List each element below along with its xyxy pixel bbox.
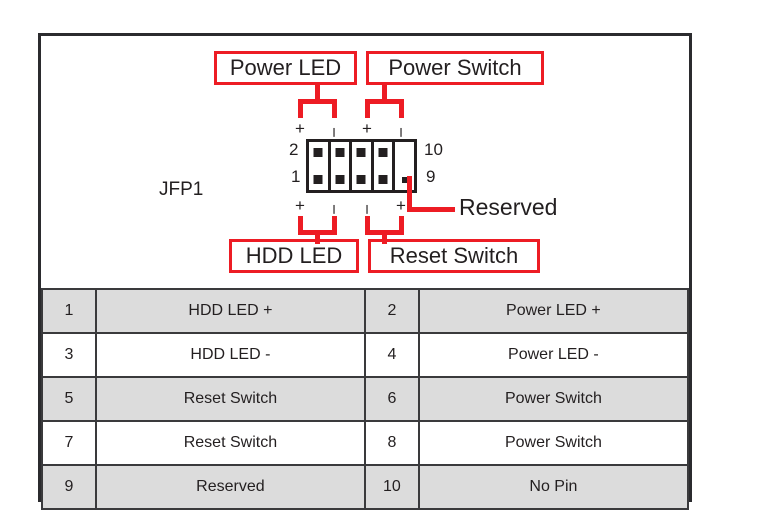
connector-cell-2 bbox=[331, 142, 353, 190]
pin-number-cell: 1 bbox=[41, 288, 97, 334]
bracket-power-switch-stem bbox=[382, 85, 387, 101]
connector-cell-3 bbox=[352, 142, 374, 190]
row-label-right-top: 10 bbox=[424, 140, 443, 159]
callout-power-led: Power LED bbox=[214, 51, 357, 85]
pin-name-cell: Power Switch bbox=[417, 420, 690, 466]
pin-number-cell: 5 bbox=[41, 376, 97, 422]
pin-name-cell: HDD LED + bbox=[94, 288, 366, 334]
pin-name-cell: Reset Switch bbox=[94, 420, 366, 466]
pin-number-cell: 9 bbox=[41, 464, 97, 510]
polarity-bottom-4: + bbox=[396, 196, 406, 215]
bracket-hdd-led-stem bbox=[315, 230, 320, 244]
polarity-bottom-2: ╷ bbox=[329, 197, 339, 214]
bracket-reset-switch-leg-r bbox=[399, 216, 404, 235]
pin-9 bbox=[401, 177, 408, 183]
callout-power-switch: Power Switch bbox=[366, 51, 544, 85]
pin-2 bbox=[313, 148, 323, 157]
pin-number-cell: 8 bbox=[363, 420, 420, 466]
pin-number-cell: 4 bbox=[363, 332, 420, 378]
bracket-hdd-led-leg-r bbox=[332, 216, 337, 235]
callout-reset-switch-text: Reset Switch bbox=[389, 243, 519, 268]
connector-cell-5 bbox=[395, 142, 414, 190]
jfp1-diagram-frame: Power LED Power Switch HDD LED Reset Swi… bbox=[38, 33, 692, 510]
pin-3 bbox=[335, 175, 345, 184]
pin-1 bbox=[313, 175, 323, 184]
row-label-right-bottom: 9 bbox=[426, 167, 436, 186]
connector-header bbox=[306, 139, 417, 193]
bracket-power-switch-leg-r bbox=[399, 99, 404, 118]
polarity-bottom-3: ╷ bbox=[362, 197, 372, 214]
pin-8 bbox=[378, 148, 388, 157]
pin-name-cell: Power Switch bbox=[417, 376, 690, 422]
connector-diagram: Power LED Power Switch HDD LED Reset Swi… bbox=[41, 36, 689, 288]
pin-6 bbox=[356, 148, 366, 157]
reserved-leader-horizontal bbox=[407, 207, 455, 212]
polarity-top-1: + bbox=[295, 119, 305, 138]
connector-cell-1 bbox=[309, 142, 331, 190]
bracket-hdd-led-leg-l bbox=[298, 216, 303, 235]
pin-number-cell: 2 bbox=[363, 288, 420, 334]
reserved-leader-vertical bbox=[407, 176, 412, 212]
bracket-power-led-stem bbox=[315, 85, 320, 101]
callout-reserved-text: Reserved bbox=[459, 194, 558, 220]
pin-number-cell: 10 bbox=[363, 464, 420, 510]
connector-name-label: JFP1 bbox=[159, 179, 204, 200]
bracket-reset-switch-stem bbox=[382, 230, 387, 244]
row-label-left-bottom: 1 bbox=[291, 167, 301, 186]
pin-name-cell: Reserved bbox=[94, 464, 366, 510]
callout-power-led-text: Power LED bbox=[229, 55, 342, 80]
pin-5 bbox=[356, 175, 366, 184]
pin-name-cell: Power LED + bbox=[417, 288, 690, 334]
pin-name-cell: No Pin bbox=[417, 464, 690, 510]
pin-name-cell: Reset Switch bbox=[94, 376, 366, 422]
callout-hdd-led: HDD LED bbox=[229, 239, 359, 273]
pin-number-cell: 6 bbox=[363, 376, 420, 422]
bracket-power-switch-bar bbox=[365, 99, 404, 104]
bracket-reset-switch-leg-l bbox=[365, 216, 370, 235]
polarity-top-2: ╷ bbox=[329, 120, 339, 137]
polarity-top-4: ╷ bbox=[396, 120, 406, 137]
row-label-left-top: 2 bbox=[289, 140, 299, 159]
callout-hdd-led-text: HDD LED bbox=[245, 243, 343, 268]
bracket-power-led-leg-l bbox=[298, 99, 303, 118]
pin-number-cell: 7 bbox=[41, 420, 97, 466]
pin-number-cell: 3 bbox=[41, 332, 97, 378]
pin-name-cell: HDD LED - bbox=[94, 332, 366, 378]
callout-reset-switch: Reset Switch bbox=[368, 239, 540, 273]
bracket-power-led-leg-r bbox=[332, 99, 337, 118]
polarity-bottom-1: + bbox=[295, 196, 305, 215]
pin-name-cell: Power LED - bbox=[417, 332, 690, 378]
callout-power-switch-text: Power Switch bbox=[388, 55, 522, 80]
bracket-power-switch-leg-l bbox=[365, 99, 370, 118]
polarity-top-3: + bbox=[362, 119, 372, 138]
pin-7 bbox=[378, 175, 388, 184]
connector-cell-4 bbox=[374, 142, 396, 190]
bracket-power-led-bar bbox=[298, 99, 337, 104]
pin-4 bbox=[335, 148, 345, 157]
